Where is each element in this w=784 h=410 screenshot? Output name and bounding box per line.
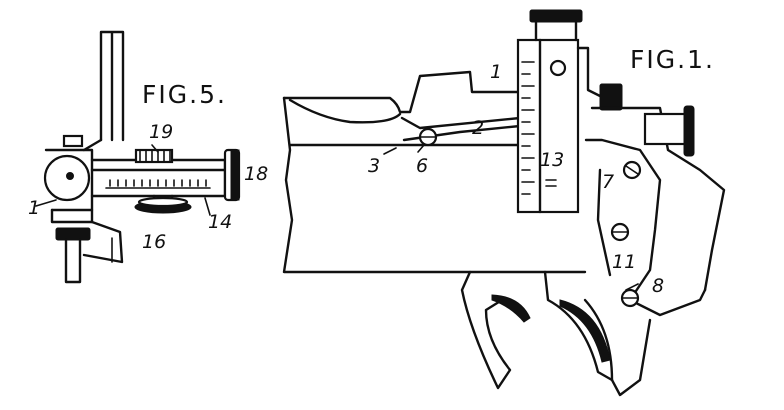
fig5-title: FIG.5. [142,80,227,109]
fig5-label-14: 14 [208,211,232,233]
fig1-label-11: 11 [612,251,636,273]
fig1-title: FIG.1. [630,45,715,74]
fig1-label-6: 6 [416,155,428,177]
fig1-drawing [282,9,726,397]
fig5-label-1: 1 [28,197,40,219]
fig1-label-3: 3 [368,155,380,177]
fig1-label-13: 13 [540,149,564,171]
fig1-label-2: 2 [472,117,484,139]
fig5-label-18: 18 [244,163,268,185]
fig5-drawing [35,30,241,284]
fig5-label-19: 19 [149,121,173,143]
fig1-label-7: 7 [602,171,614,193]
fig1-label-8: 8 [652,275,664,297]
fig1-label-1: 1 [490,61,502,83]
fig5-label-16: 16 [142,231,166,253]
